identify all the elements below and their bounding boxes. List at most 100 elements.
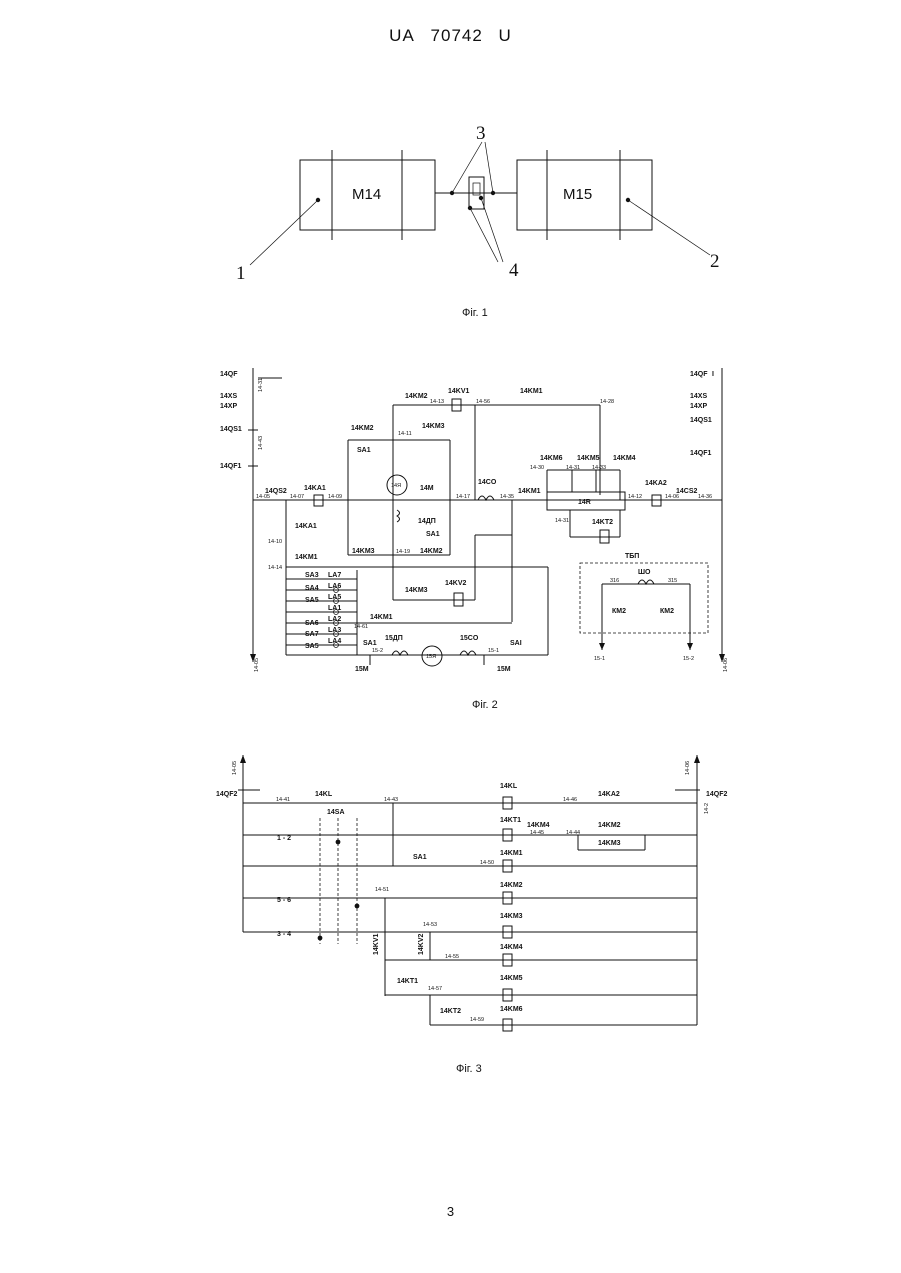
qf2-right: 14QF2 <box>706 791 728 798</box>
ya15: 15Я <box>426 654 436 660</box>
la4: LA4 <box>328 638 341 645</box>
ka1-contact: 14KA1 <box>295 523 317 530</box>
km2-top: 14KM2 <box>405 393 428 400</box>
w315: 315 <box>668 578 677 584</box>
sa1-f3: SA1 <box>413 854 427 861</box>
km1-low: 14KM1 <box>370 614 393 621</box>
km5: 14KM5 <box>577 455 600 462</box>
km6-coil-label: 14KM6 <box>500 1006 523 1013</box>
dp14: 14ДП <box>418 518 436 525</box>
w142: 14-2 <box>704 803 710 814</box>
pos34: 3 - 4 <box>277 931 291 938</box>
qf1-right: 14QF1 <box>690 450 712 457</box>
km1-coil-label: 14KM1 <box>500 850 523 857</box>
la1: LA1 <box>328 605 341 612</box>
la2: LA2 <box>328 616 341 623</box>
kt2: 14KT2 <box>592 519 613 526</box>
motor-m15-label: М15 <box>563 186 592 203</box>
m14m: 14М <box>420 485 434 492</box>
page-number: 3 <box>0 1204 901 1219</box>
w1435: 14-35 <box>500 494 514 500</box>
wire-14-05-bottom: 14-05 <box>254 658 260 672</box>
km2-side: 14KM2 <box>351 425 374 432</box>
callout-4: 4 <box>509 260 519 281</box>
m15b: 15M <box>497 666 511 673</box>
w1443-f3: 14-43 <box>384 797 398 803</box>
sa14: 14SA <box>327 809 345 816</box>
km1-top: 14KM1 <box>520 388 543 395</box>
w1433: 14-33 <box>592 465 606 471</box>
sa4: SA4 <box>305 585 319 592</box>
kl-contact: 14KL <box>315 791 333 798</box>
fig2-schematic: 14QF 14XS 14XP 14QS1 14QF1 14-31 14-43 1… <box>220 368 729 673</box>
km5-coil-label: 14KM5 <box>500 975 523 982</box>
km2-bottom: 14KM2 <box>420 548 443 555</box>
km3-top: 14KM3 <box>422 423 445 430</box>
km1-mid: 14KM1 <box>518 488 541 495</box>
sa1-low: SA1 <box>363 640 377 647</box>
w152b: 15-2 <box>683 656 694 662</box>
kl-coil-label: 14KL <box>500 783 518 790</box>
xp-right: 14XP <box>690 403 707 410</box>
callout-3: 3 <box>476 123 486 144</box>
sa7: SA7 <box>305 631 319 638</box>
wire-14-43: 14-43 <box>258 436 264 450</box>
m15a: 15M <box>355 666 369 673</box>
xs-left: 14XS <box>220 393 237 400</box>
sa1-mid: SA1 <box>426 531 440 538</box>
w1431b: 14-31 <box>566 465 580 471</box>
kv2-f3: 14KV2 <box>418 933 425 955</box>
w1411: 14-11 <box>398 431 412 437</box>
w1405: 14-05 <box>256 494 270 500</box>
km1-left: 14KM1 <box>295 554 318 561</box>
km4-c: 14KM4 <box>527 822 550 829</box>
ka1: 14KA1 <box>304 485 326 492</box>
w1419: 14-19 <box>396 549 410 555</box>
w316: 316 <box>610 578 619 584</box>
w1414: 14-14 <box>268 565 282 571</box>
sho: ШО <box>638 569 651 576</box>
pos12: 1 - 2 <box>277 835 291 842</box>
w1459: 14-59 <box>470 1017 484 1023</box>
sa5b: SA5 <box>305 643 319 650</box>
w1457: 14-57 <box>428 986 442 992</box>
callout-2: 2 <box>710 251 720 272</box>
km6: 14KM6 <box>540 455 563 462</box>
kt1-coil-label: 14KT1 <box>500 817 521 824</box>
co14: 14CO <box>478 479 497 486</box>
w1407: 14-07 <box>290 494 304 500</box>
w1441: 14-41 <box>276 797 290 803</box>
roman-one: I <box>712 371 714 378</box>
co15: 15CO <box>460 635 479 642</box>
w1445: 14-45 <box>530 830 544 836</box>
w1453: 14-53 <box>423 922 437 928</box>
kt2-c: 14KT2 <box>440 1008 461 1015</box>
w152: 15-2 <box>372 648 383 654</box>
pos56: 5 - 6 <box>277 897 291 904</box>
qf-left: 14QF <box>220 371 238 378</box>
kv1: 14KV1 <box>448 388 470 395</box>
qf-right: 14QF <box>690 371 708 378</box>
w1412: 14-12 <box>628 494 642 500</box>
tbp: ТБП <box>625 553 639 560</box>
fig1-caption: Фіг. 1 <box>462 307 488 319</box>
qs1-left: 14QS1 <box>220 426 242 433</box>
xp-left: 14XP <box>220 403 237 410</box>
wire-14-31: 14-31 <box>258 378 264 392</box>
fig2-caption: Фіг. 2 <box>472 699 498 711</box>
qs1-right: 14QS1 <box>690 417 712 424</box>
km3-c: 14KM3 <box>598 840 621 847</box>
w1417: 14-17 <box>456 494 470 500</box>
w1450: 14-50 <box>480 860 494 866</box>
w151b: 15-1 <box>594 656 605 662</box>
w1436: 14-36 <box>698 494 712 500</box>
la3: LA3 <box>328 627 341 634</box>
dp15: 15ДП <box>385 635 403 642</box>
w1413: 14-13 <box>430 399 444 405</box>
w1451: 14-51 <box>375 887 389 893</box>
km2b: КМ2 <box>660 608 674 615</box>
km3-coil-label: 14KM3 <box>500 913 523 920</box>
km2-coil-label: 14KM2 <box>500 882 523 889</box>
sa1-top: SA1 <box>357 447 371 454</box>
